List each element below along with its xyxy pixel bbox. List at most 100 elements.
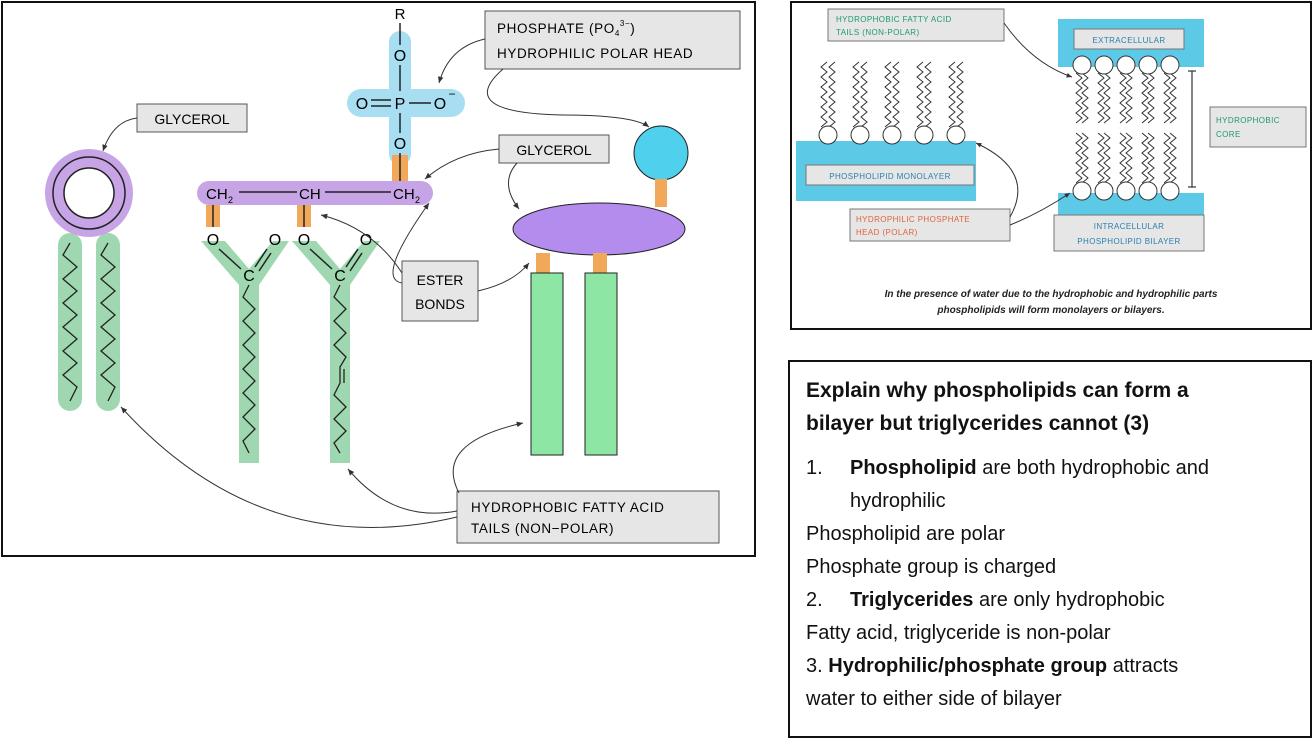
head-label-box [849, 208, 1011, 242]
fatty-acid-tail [1103, 72, 1111, 124]
simplified-phospholipid-left [45, 149, 133, 411]
fatty-acid-tail [1103, 132, 1111, 184]
tail-block-1 [530, 272, 564, 456]
membrane-diagram: HYDROPHOBIC FATTY ACID TAILS (NON-POLAR)… [796, 8, 1307, 252]
phosphate-head [946, 125, 966, 145]
svg-text:−: − [448, 87, 455, 101]
fatty-acid-tail [924, 61, 932, 128]
fatty-acid-tail [1169, 132, 1177, 184]
fatty-acid-tail [1125, 132, 1133, 184]
fatty-acid-tail [948, 61, 956, 128]
fatty-acid-tail [1141, 132, 1149, 184]
phosphate-head [1116, 55, 1136, 75]
svg-text:HYDROPHILIC PHOSPHATE: HYDROPHILIC PHOSPHATE [856, 215, 970, 224]
monolayer-phospholipids [818, 61, 966, 145]
answer-point-3: 3. Hydrophilic/phosphate group attracts [806, 655, 1179, 677]
phosphate-head [1160, 55, 1180, 75]
fatty-acid-tail [916, 61, 924, 128]
phosphate-head [1094, 55, 1114, 75]
glycerol-left-label-box [136, 103, 248, 133]
fatty-acid-tail [1147, 132, 1155, 184]
phosphate-label-line1: PHOSPHATE (PO43−) [497, 19, 635, 38]
answer-line: Phosphate group is charged [806, 556, 1057, 578]
svg-text:CORE: CORE [1216, 130, 1241, 139]
phosphate-label-line2: HYDROPHILIC POLAR HEAD [497, 46, 693, 61]
fatty-acid-tail [1075, 72, 1083, 124]
phospholipid-diagram: GLYCEROL R O O P O − O CH 2 [45, 6, 741, 544]
hydrophobic-core-label-box [1209, 106, 1307, 148]
svg-text:CH: CH [206, 186, 228, 203]
svg-text:CH: CH [299, 186, 321, 203]
phosphate-head [818, 125, 838, 145]
svg-text:2: 2 [228, 195, 233, 205]
fatty-acid-tail [1119, 132, 1127, 184]
phosphate-head [1138, 55, 1158, 75]
svg-text:PHOSPHOLIPID BILAYER: PHOSPHOLIPID BILAYER [1077, 237, 1180, 246]
fatty-acid-tail [1141, 72, 1149, 124]
fatty-acid-tail [892, 61, 900, 128]
phosphate-label-box [484, 10, 741, 70]
svg-text:O: O [207, 232, 219, 249]
monolayer-label-box [805, 164, 975, 186]
fatty-acid-tail [1125, 72, 1133, 124]
svg-text:C: C [334, 268, 346, 285]
svg-text:O: O [394, 136, 406, 153]
fatty-acid-tail [828, 61, 836, 128]
phospholipid-structure-panel: GLYCEROL R O O P O − O CH 2 [1, 1, 756, 557]
svg-text:O: O [269, 232, 281, 249]
right-tails-label-box [827, 8, 1005, 42]
svg-text:O: O [394, 48, 406, 65]
phosphate-head-circle [633, 125, 689, 181]
svg-text:EXTRACELLULAR: EXTRACELLULAR [1092, 36, 1165, 45]
question-answer-panel: Explain why phospholipids can form a bil… [788, 360, 1312, 738]
tail-block-2 [584, 272, 618, 456]
phosphate-head [1072, 181, 1092, 201]
r-group: R [395, 6, 406, 23]
svg-text:HYDROPHOBIC: HYDROPHOBIC [1216, 116, 1280, 125]
svg-text:HEAD (POLAR): HEAD (POLAR) [856, 228, 918, 237]
phosphate-head [1116, 181, 1136, 201]
glycerol-backbone: CH 2 CH CH 2 [197, 181, 433, 205]
fatty-acid-tail-2: O C O [292, 232, 380, 463]
phosphate-head [914, 125, 934, 145]
fatty-acid-tail [820, 61, 828, 128]
svg-text:TAILS (NON−POLAR): TAILS (NON−POLAR) [471, 521, 614, 536]
fatty-acid-tail [1163, 72, 1171, 124]
svg-text:PHOSPHOLIPID MONOLAYER: PHOSPHOLIPID MONOLAYER [829, 172, 951, 181]
glycerol-ellipse [512, 202, 686, 256]
fatty-acid-tail [956, 61, 964, 128]
bilayer-phospholipids [1072, 55, 1180, 201]
fatty-acid-tail [884, 61, 892, 128]
membrane-caption: In the presence of water due to the hydr… [884, 289, 1218, 316]
fatty-acid-tail [1081, 132, 1089, 184]
glycerol-right-label: GLYCEROL [516, 142, 591, 158]
phosphate-group: R O O P O − O [347, 6, 465, 185]
svg-text:O: O [434, 96, 446, 113]
answer-point-1: 1.Phospholipid are both hydrophobic and [806, 457, 1210, 479]
tails-label-box [456, 490, 720, 544]
extracellular-label-box [1073, 28, 1185, 50]
phosphate-head [1138, 181, 1158, 201]
fatty-acid-tail [1081, 72, 1089, 124]
fatty-acid-tail [1169, 72, 1177, 124]
fatty-acid-tail [860, 61, 868, 128]
glycerol-left-label: GLYCEROL [154, 111, 229, 127]
answer-point-2: 2.Triglycerides are only hydrophobic [806, 589, 1165, 611]
svg-text:BONDS: BONDS [415, 296, 465, 312]
svg-text:HYDROPHOBIC FATTY ACID: HYDROPHOBIC FATTY ACID [836, 15, 952, 24]
fatty-acid-tail [1163, 132, 1171, 184]
svg-text:TAILS (NON-POLAR): TAILS (NON-POLAR) [836, 28, 920, 37]
svg-text:2: 2 [415, 195, 420, 205]
tail-left-2 [96, 233, 120, 411]
fatty-acid-tail [1147, 72, 1155, 124]
phosphate-head [1072, 55, 1092, 75]
answer-point-1-cont: hydrophilic [850, 490, 946, 512]
phosphate-head [1094, 181, 1114, 201]
svg-text:ESTER: ESTER [417, 272, 464, 288]
simplified-phospholipid-block [512, 125, 689, 456]
membrane-diagram-panel: HYDROPHOBIC FATTY ACID TAILS (NON-POLAR)… [790, 1, 1312, 330]
question-title: Explain why phospholipids can form a bil… [806, 379, 1189, 435]
svg-text:CH: CH [393, 186, 415, 203]
fatty-acid-tail [1097, 132, 1105, 184]
ester-bonds-label-box [401, 260, 479, 322]
